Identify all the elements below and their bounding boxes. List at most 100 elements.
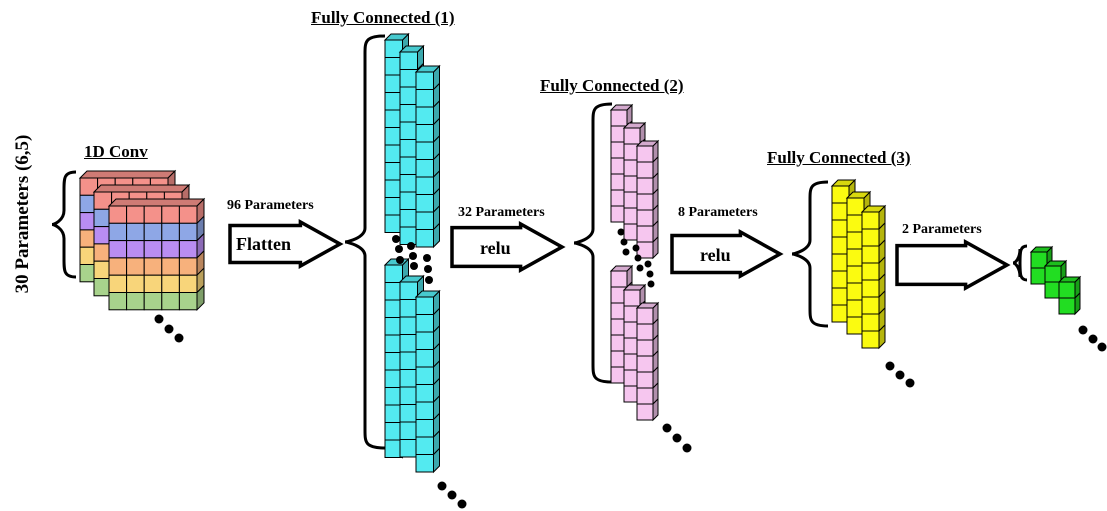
params-8-label: 8 Parameters — [678, 205, 758, 220]
cube — [861, 330, 880, 349]
fc2-column-bottom-3 — [635, 301, 660, 422]
conv-cell — [143, 274, 163, 294]
cube — [861, 245, 880, 264]
dot — [672, 433, 682, 443]
cube — [636, 193, 654, 211]
conv-cell — [143, 257, 163, 276]
cube — [399, 404, 418, 423]
cube — [415, 141, 434, 160]
cube — [415, 229, 434, 248]
dot — [647, 280, 655, 288]
cube — [831, 202, 850, 221]
cube — [415, 194, 434, 213]
params-96-label: 96 Parameters — [227, 198, 314, 213]
dot — [164, 324, 174, 334]
conv-cell — [143, 292, 163, 311]
conv-cell — [178, 274, 198, 294]
output-ellipsis-icon — [1078, 325, 1107, 352]
cube — [399, 334, 418, 353]
flatten-arrow-label: Flatten — [236, 234, 291, 254]
dot — [1078, 325, 1088, 335]
cube — [399, 191, 418, 210]
cube — [399, 139, 418, 158]
conv-cell — [161, 292, 180, 311]
fc1-column-bottom-3 — [414, 289, 441, 474]
cube — [415, 366, 434, 385]
conv-cell — [108, 274, 128, 294]
cube — [831, 287, 850, 306]
relu-arrow-1-icon — [450, 221, 566, 273]
conv-cell — [178, 257, 198, 276]
cube — [623, 127, 641, 145]
cube — [415, 349, 434, 368]
cube — [831, 304, 850, 323]
cube — [831, 236, 850, 255]
fc2-gap-ellipsis-icon — [617, 228, 655, 288]
dot — [644, 260, 652, 268]
cube — [399, 299, 418, 318]
cube — [415, 211, 434, 230]
dot — [1088, 334, 1098, 344]
conv-cell — [108, 292, 128, 311]
cube — [861, 296, 880, 315]
cube — [415, 384, 434, 403]
cube — [636, 371, 654, 389]
conv-cell — [108, 222, 128, 242]
dot — [1097, 342, 1107, 352]
dot — [634, 254, 642, 262]
cube — [636, 161, 654, 179]
conv-slab — [107, 197, 206, 312]
cube — [831, 253, 850, 272]
dot — [632, 244, 640, 252]
cube — [415, 124, 434, 143]
dot — [437, 481, 447, 491]
fc2-brace-icon — [573, 102, 613, 384]
cube — [399, 156, 418, 175]
input-params-label: 30 Parameters (6,5) — [12, 134, 33, 294]
conv-cell — [161, 257, 180, 276]
cube — [399, 86, 418, 105]
fc2-column-top-1 — [609, 103, 634, 224]
cube — [610, 270, 628, 288]
dot — [457, 499, 467, 509]
cube — [1058, 281, 1076, 299]
conv-ellipsis-icon — [154, 314, 184, 343]
fc1-ellipsis-icon — [437, 481, 467, 509]
cube — [399, 421, 418, 440]
cube — [846, 299, 865, 318]
relu-arrow-2-label: relu — [700, 245, 731, 265]
cube — [415, 106, 434, 125]
dot — [424, 265, 432, 273]
dot — [395, 245, 403, 253]
output-column-3 — [1057, 275, 1082, 316]
conv-top — [78, 170, 177, 179]
dot — [396, 256, 404, 264]
dot — [885, 361, 895, 371]
fc1-title: Fully Connected (1) — [311, 8, 455, 27]
conv-cell — [143, 240, 163, 259]
cube — [623, 289, 641, 307]
cube — [861, 228, 880, 247]
relu-arrow-1-label: relu — [480, 238, 511, 258]
conv-cell — [126, 222, 145, 242]
dot — [682, 443, 692, 453]
cube — [415, 401, 434, 420]
conv-cell — [126, 240, 145, 259]
output-arrow-icon — [895, 239, 1011, 291]
cube — [415, 436, 434, 455]
fc3-column-3 — [860, 204, 887, 350]
cube — [846, 214, 865, 233]
cube — [1058, 297, 1076, 315]
cube — [861, 262, 880, 281]
dot — [895, 370, 905, 380]
cube — [846, 248, 865, 267]
cube — [636, 177, 654, 195]
fc2-title: Fully Connected (2) — [540, 76, 684, 95]
conv-cell — [161, 205, 180, 224]
cube — [415, 296, 434, 315]
cube — [861, 279, 880, 298]
cube — [636, 209, 654, 227]
cube — [399, 69, 418, 88]
cube — [415, 454, 434, 473]
